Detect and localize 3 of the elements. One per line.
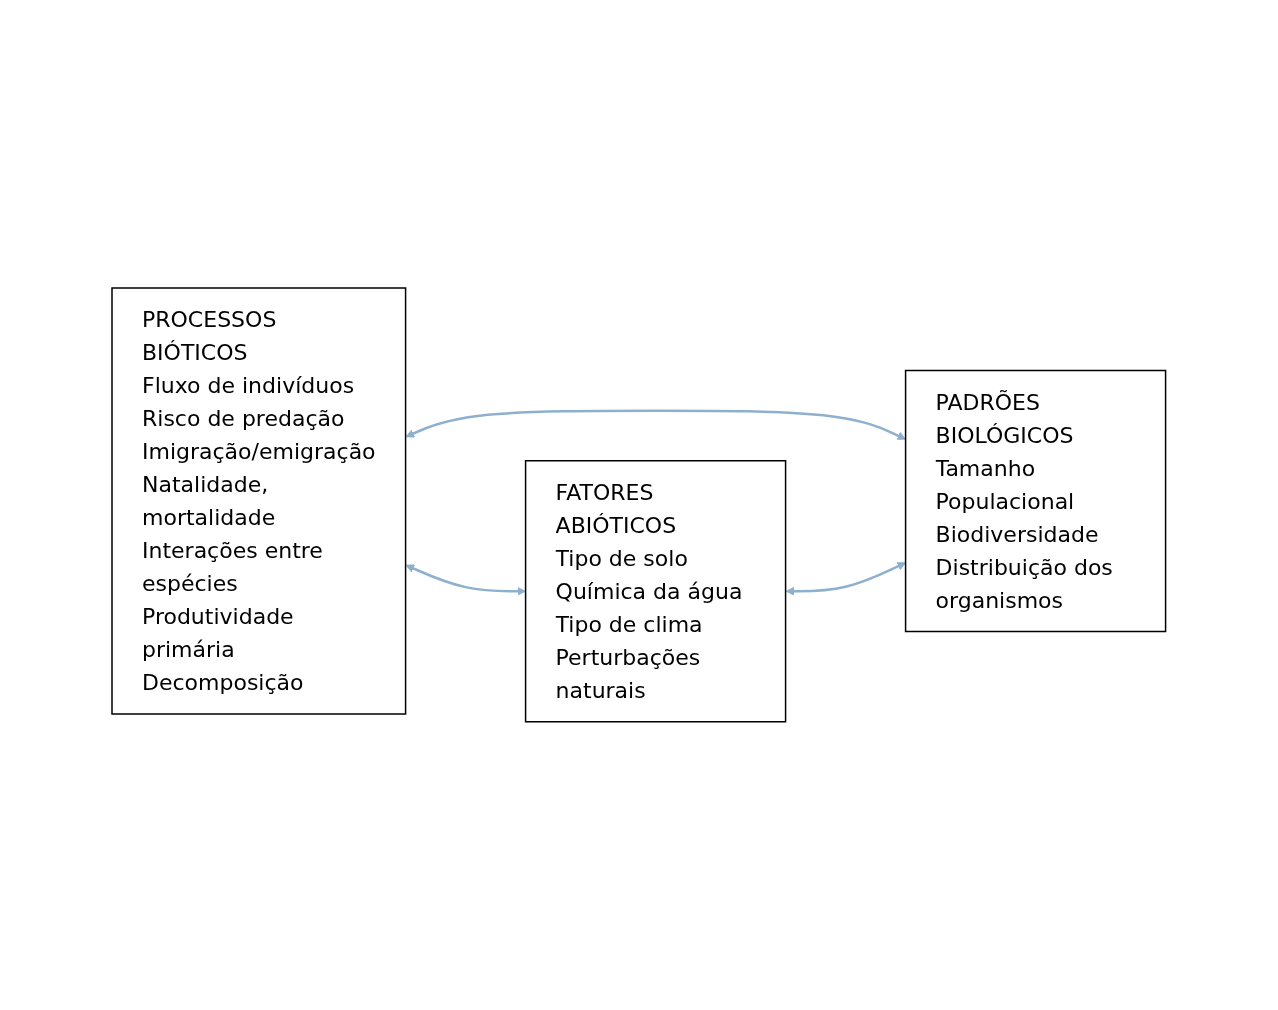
node-box: FATORES ABIÓTICOS Tipo de solo Química da água Tipo de clima Perturbações naturais: [525, 460, 787, 723]
node-box: PADRÕES BIOLÓGICOS Tamanho Populacional Biodiversidade Distribuição dos organismos: [905, 369, 1167, 633]
node-box: PROCESSOS BIÓTICOS Fluxo de indivíduos Risco de predação Imigração/emigração Natalidade, mortalidade Interações entre espécies Produtividade primária Decomposição: [111, 287, 407, 715]
